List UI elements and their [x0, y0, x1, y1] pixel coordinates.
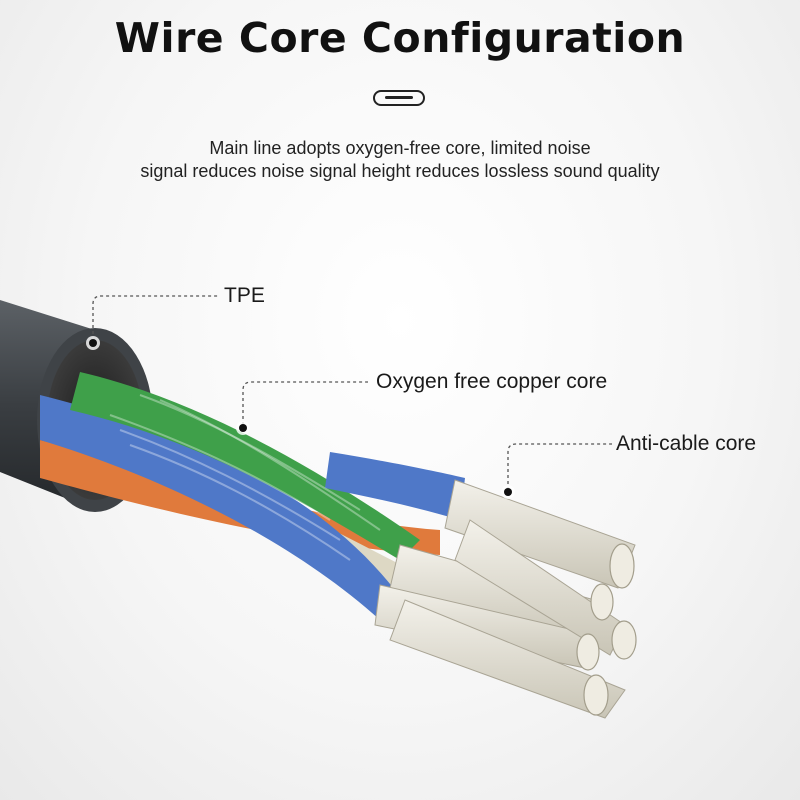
- green-core: [70, 372, 420, 560]
- anti-cable-core-strands: [374, 479, 636, 719]
- description-line-2: signal reduces noise signal height reduc…: [140, 161, 660, 181]
- page-title: Wire Core Configuration: [114, 14, 686, 62]
- twist-texture: [109, 394, 381, 561]
- callout-anti-cable-core: Anti-cable core: [616, 432, 757, 455]
- callout-oxygen-free-copper-core: Oxygen free copper core: [376, 370, 608, 393]
- callout-dots: [86, 336, 515, 499]
- strand-end-faces: [576, 543, 637, 716]
- callout-tpe: TPE: [224, 284, 265, 307]
- callout-leaders: [92, 295, 612, 490]
- description-line-1: Main line adopts oxygen-free core, limit…: [209, 138, 591, 158]
- blue-core: [40, 395, 395, 620]
- divider-pill-icon: [373, 90, 425, 106]
- blue-core-upper: [325, 452, 465, 520]
